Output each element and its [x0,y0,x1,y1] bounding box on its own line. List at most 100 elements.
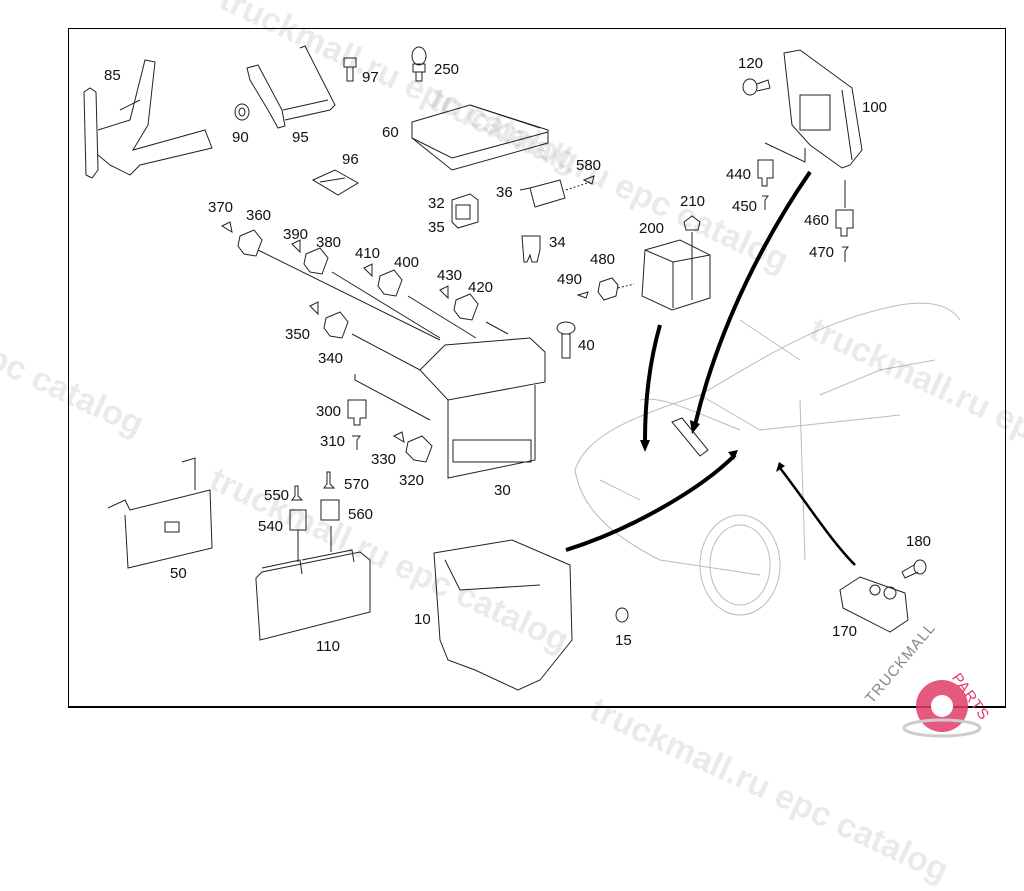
callout-550[interactable]: 550 [264,487,290,504]
part-330-pin[interactable] [392,431,405,444]
callout-490[interactable]: 490 [557,271,583,288]
part-360-connector[interactable] [237,229,441,341]
part-50-module[interactable] [107,457,213,569]
callout-480[interactable]: 480 [590,251,616,268]
callout-210[interactable]: 210 [680,193,706,210]
callout-100[interactable]: 100 [862,99,888,116]
callout-85[interactable]: 85 [104,67,121,84]
part-34-fuse[interactable] [521,235,541,263]
part-480-connector[interactable] [597,277,635,301]
callout-30[interactable]: 30 [494,482,511,499]
part-200-relay[interactable] [641,232,711,311]
part-96-clip[interactable] [311,169,359,196]
part-250-fastener[interactable] [411,46,427,82]
callout-36[interactable]: 36 [496,184,513,201]
part-10-housing[interactable] [433,539,573,691]
callout-460[interactable]: 460 [804,212,830,229]
callout-300[interactable]: 300 [316,403,342,420]
part-180-screw[interactable] [901,559,927,579]
callout-410[interactable]: 410 [355,245,381,262]
part-580-pin[interactable] [582,175,595,185]
part-310-pin[interactable] [352,435,361,450]
part-170-switch[interactable] [839,576,909,633]
part-430-pin[interactable] [439,285,449,300]
callout-10[interactable]: 10 [414,611,431,628]
part-540-connector[interactable] [289,509,307,531]
callout-120[interactable]: 120 [738,55,764,72]
logo-text-accent: PARTS [948,670,993,724]
callout-50[interactable]: 50 [170,565,187,582]
callout-180[interactable]: 180 [906,533,932,550]
callout-390[interactable]: 390 [283,226,309,243]
callout-580[interactable]: 580 [576,157,602,174]
part-550-pin[interactable] [291,485,304,501]
part-410-pin[interactable] [363,263,373,278]
callout-440[interactable]: 440 [726,166,752,183]
callout-15[interactable]: 15 [615,632,632,649]
callout-340[interactable]: 340 [318,350,344,367]
part-210-nut[interactable] [683,215,701,231]
part-560-connector[interactable] [320,499,340,521]
part-110-module[interactable] [255,526,371,641]
callout-200[interactable]: 200 [639,220,665,237]
callout-110[interactable]: 110 [316,638,340,655]
part-440-connector[interactable] [757,142,806,187]
callout-95[interactable]: 95 [292,129,309,146]
truckmall-parts-logo: TRUCKMALL PARTS [862,620,1022,748]
callout-470[interactable]: 470 [809,244,835,261]
part-15-nut[interactable] [615,607,629,623]
part-300-connector[interactable] [347,399,367,426]
part-120-bolt[interactable] [742,78,771,96]
callout-570[interactable]: 570 [344,476,370,493]
callout-170[interactable]: 170 [832,623,858,640]
callout-320[interactable]: 320 [399,472,425,489]
callout-350[interactable]: 350 [285,326,311,343]
arrow-housing-to-vehicle [565,453,737,552]
part-97-bolt[interactable] [343,57,357,82]
callout-90[interactable]: 90 [232,129,249,146]
callout-430[interactable]: 430 [437,267,463,284]
callout-450[interactable]: 450 [732,198,758,215]
callout-370[interactable]: 370 [208,199,234,216]
part-460-connector[interactable] [835,180,854,237]
part-400-connector[interactable] [377,269,477,339]
part-420-connector[interactable] [453,293,509,335]
callout-34[interactable]: 34 [549,234,566,251]
arrow-module-to-vehicle [693,170,812,426]
part-40-bolt[interactable] [556,321,576,359]
part-450-pin[interactable] [762,195,769,210]
callout-330[interactable]: 330 [371,451,397,468]
callout-35[interactable]: 35 [428,219,445,236]
callout-97[interactable]: 97 [362,69,379,86]
truckmall-logo-gear-icon [902,680,982,738]
part-85-bracket[interactable] [83,59,213,179]
part-36-socket[interactable] [519,179,591,208]
part-350-pin[interactable] [309,301,319,316]
part-100-control-module[interactable] [783,49,863,169]
callout-250[interactable]: 250 [434,61,460,78]
part-470-pin[interactable] [842,246,849,262]
callout-540[interactable]: 540 [258,518,284,535]
part-90-nut[interactable] [234,103,250,121]
part-340-connector[interactable] [323,311,421,371]
callout-60[interactable]: 60 [382,124,399,141]
part-95-bracket[interactable] [246,45,336,129]
callout-310[interactable]: 310 [320,433,346,450]
callout-420[interactable]: 420 [468,279,494,296]
callout-32[interactable]: 32 [428,195,445,212]
part-370-pin[interactable] [220,221,233,234]
part-30-fuse-box[interactable] [354,337,546,479]
callout-560[interactable]: 560 [348,506,374,523]
part-320-connector[interactable] [405,435,433,463]
callout-380[interactable]: 380 [316,234,342,251]
part-60-cover[interactable] [411,104,549,171]
callout-400[interactable]: 400 [394,254,420,271]
part-490-pin[interactable] [576,291,589,299]
callout-96[interactable]: 96 [342,151,359,168]
part-380-connector[interactable] [303,247,441,339]
callout-360[interactable]: 360 [246,207,272,224]
part-32-relay[interactable] [451,193,479,229]
callout-40[interactable]: 40 [578,337,595,354]
part-570-pin[interactable] [323,471,336,489]
part-390-pin[interactable] [291,239,301,254]
